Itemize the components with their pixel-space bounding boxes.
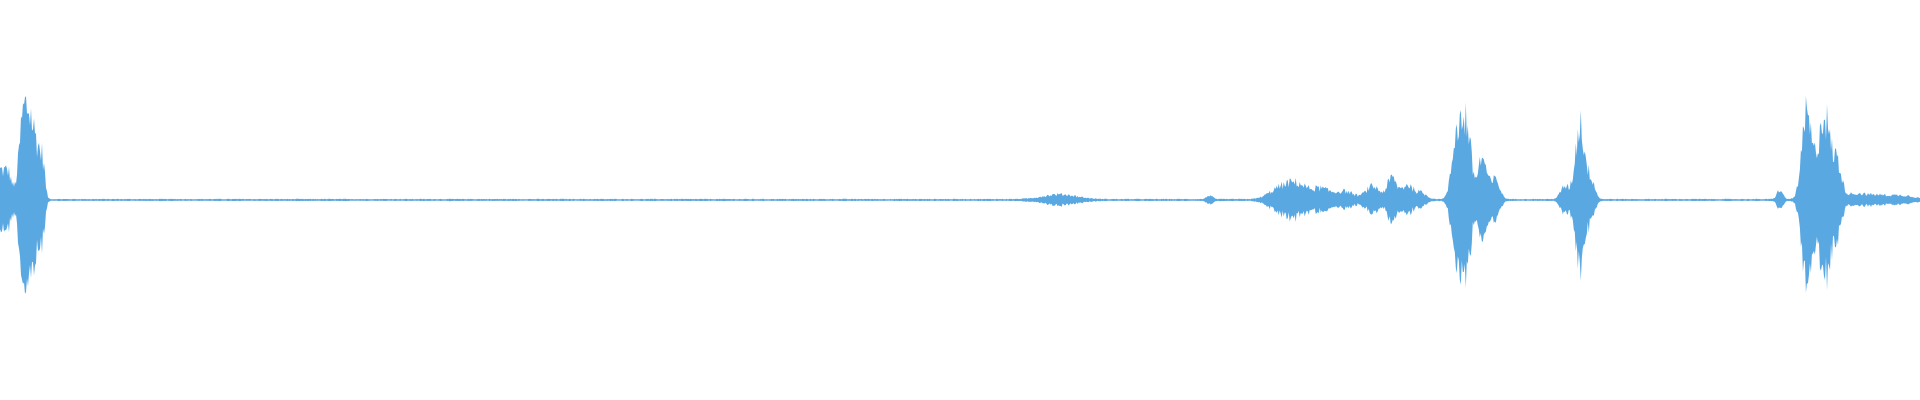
waveform-graphic [0,96,1920,294]
